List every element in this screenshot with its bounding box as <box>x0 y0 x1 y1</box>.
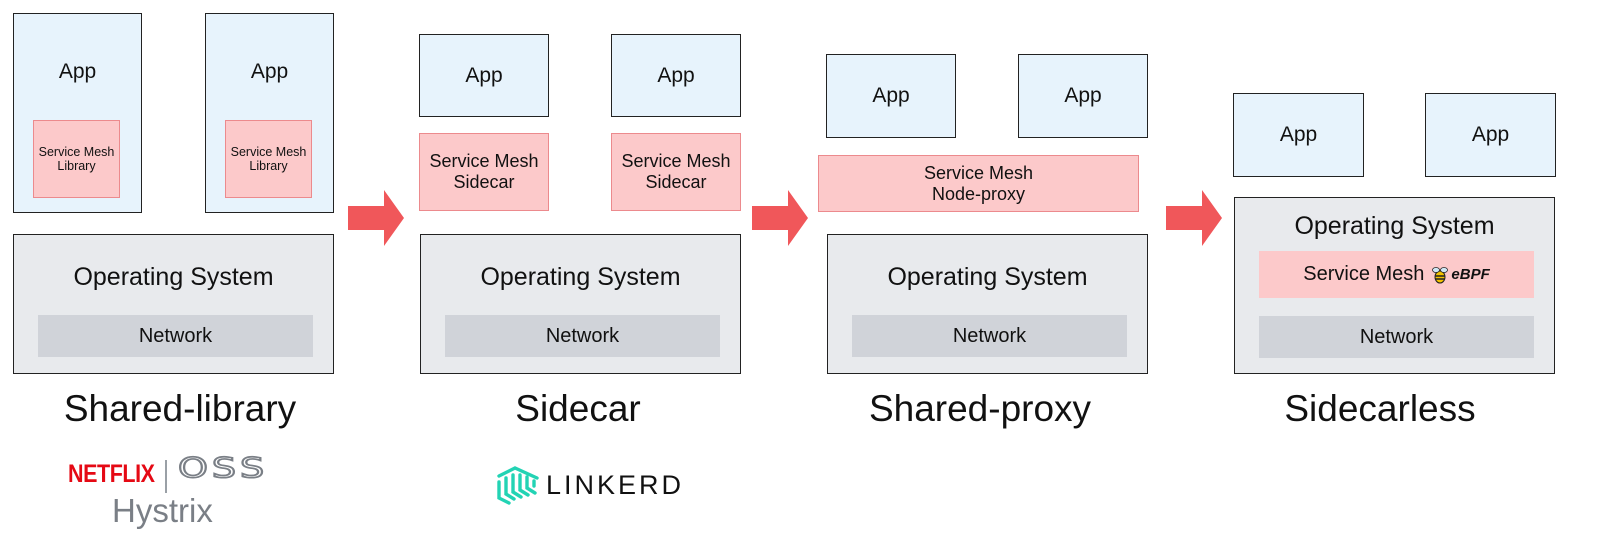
network-bar: Network <box>1259 316 1534 358</box>
app-label: App <box>657 63 695 87</box>
transition-arrow-3 <box>1166 190 1222 246</box>
arrow-right-icon <box>1166 190 1222 246</box>
netflix-oss-hystrix-logo: NETFLIX OSS Hystrix <box>66 451 286 534</box>
app-label: App <box>1471 123 1510 146</box>
hystrix-wordmark: Hystrix <box>112 492 213 529</box>
os-box-1: Operating System Network <box>13 234 334 374</box>
ebpf-badge: eBPF <box>1430 265 1490 285</box>
network-label: Network <box>952 324 1027 347</box>
linkerd-mark-icon <box>497 466 539 505</box>
service-mesh-sidecar-left: Service Mesh Sidecar <box>419 133 549 211</box>
mesh-library-label: Service Mesh Library <box>230 145 307 173</box>
sidecar-line2: Sidecar <box>645 172 707 192</box>
transition-arrow-1 <box>348 190 404 246</box>
app-label: App <box>1064 84 1102 107</box>
os-title: Operating System <box>1294 212 1495 240</box>
app-box-4-left: App <box>1233 93 1364 177</box>
caption-sidecarless: Sidecarless <box>1284 388 1476 429</box>
os-title: Operating System <box>887 263 1088 291</box>
app-label: App <box>250 60 289 83</box>
mesh-library-label: Service Mesh Library <box>38 145 115 173</box>
network-bar: Network <box>445 315 720 357</box>
network-bar: Network <box>852 315 1127 357</box>
app-label: App <box>1279 123 1318 146</box>
netflix-wordmark: NETFLIX <box>68 460 155 488</box>
ebpf-mesh-label: Service Mesh <box>1303 263 1425 285</box>
arrow-right-icon <box>752 190 808 246</box>
sidecar-line2: Sidecar <box>453 172 515 192</box>
app-box-2-left: App <box>419 34 549 117</box>
sidecar-line1: Service Mesh <box>429 151 539 171</box>
os-box-2: Operating System Network <box>420 234 741 374</box>
app-label: App <box>872 84 910 107</box>
network-label: Network <box>138 324 213 347</box>
service-mesh-library-right: Service Mesh Library <box>225 120 312 198</box>
caption-sidecar: Sidecar <box>515 388 641 429</box>
logo-divider <box>165 460 167 493</box>
node-proxy-line1: Service Mesh <box>923 162 1034 183</box>
oss-wordmark: OSS <box>177 451 269 484</box>
os-box-3: Operating System Network <box>827 234 1148 374</box>
node-proxy-line2: Node-proxy <box>931 183 1026 204</box>
app-box-3-left: App <box>826 54 956 138</box>
network-bar: Network <box>38 315 313 357</box>
sidecar-line1: Service Mesh <box>621 151 731 171</box>
linkerd-wordmark: LINKERD <box>546 470 685 500</box>
ebpf-label: eBPF <box>1451 266 1490 283</box>
app-label: App <box>58 60 97 83</box>
app-label: App <box>465 63 503 87</box>
linkerd-logo: LINKERD <box>495 464 681 508</box>
app-box-2-right: App <box>611 34 741 117</box>
caption-shared-library: Shared-library <box>63 388 297 429</box>
os-title: Operating System <box>480 263 681 291</box>
transition-arrow-2 <box>752 190 808 246</box>
service-mesh-ebpf: Service Mesh eBPF <box>1259 251 1534 298</box>
network-label: Network <box>545 324 620 347</box>
bee-icon <box>1432 266 1449 283</box>
network-label: Network <box>1359 325 1434 348</box>
service-mesh-node-proxy: Service Mesh Node-proxy <box>818 155 1139 212</box>
app-box-4-right: App <box>1425 93 1556 177</box>
app-box-3-right: App <box>1018 54 1148 138</box>
os-title: Operating System <box>73 263 274 291</box>
caption-shared-proxy: Shared-proxy <box>868 388 1092 429</box>
os-box-4: Operating System Service Mesh eBPF Netwo… <box>1234 197 1555 374</box>
service-mesh-sidecar-right: Service Mesh Sidecar <box>611 133 741 211</box>
service-mesh-library-left: Service Mesh Library <box>33 120 120 198</box>
arrow-right-icon <box>348 190 404 246</box>
